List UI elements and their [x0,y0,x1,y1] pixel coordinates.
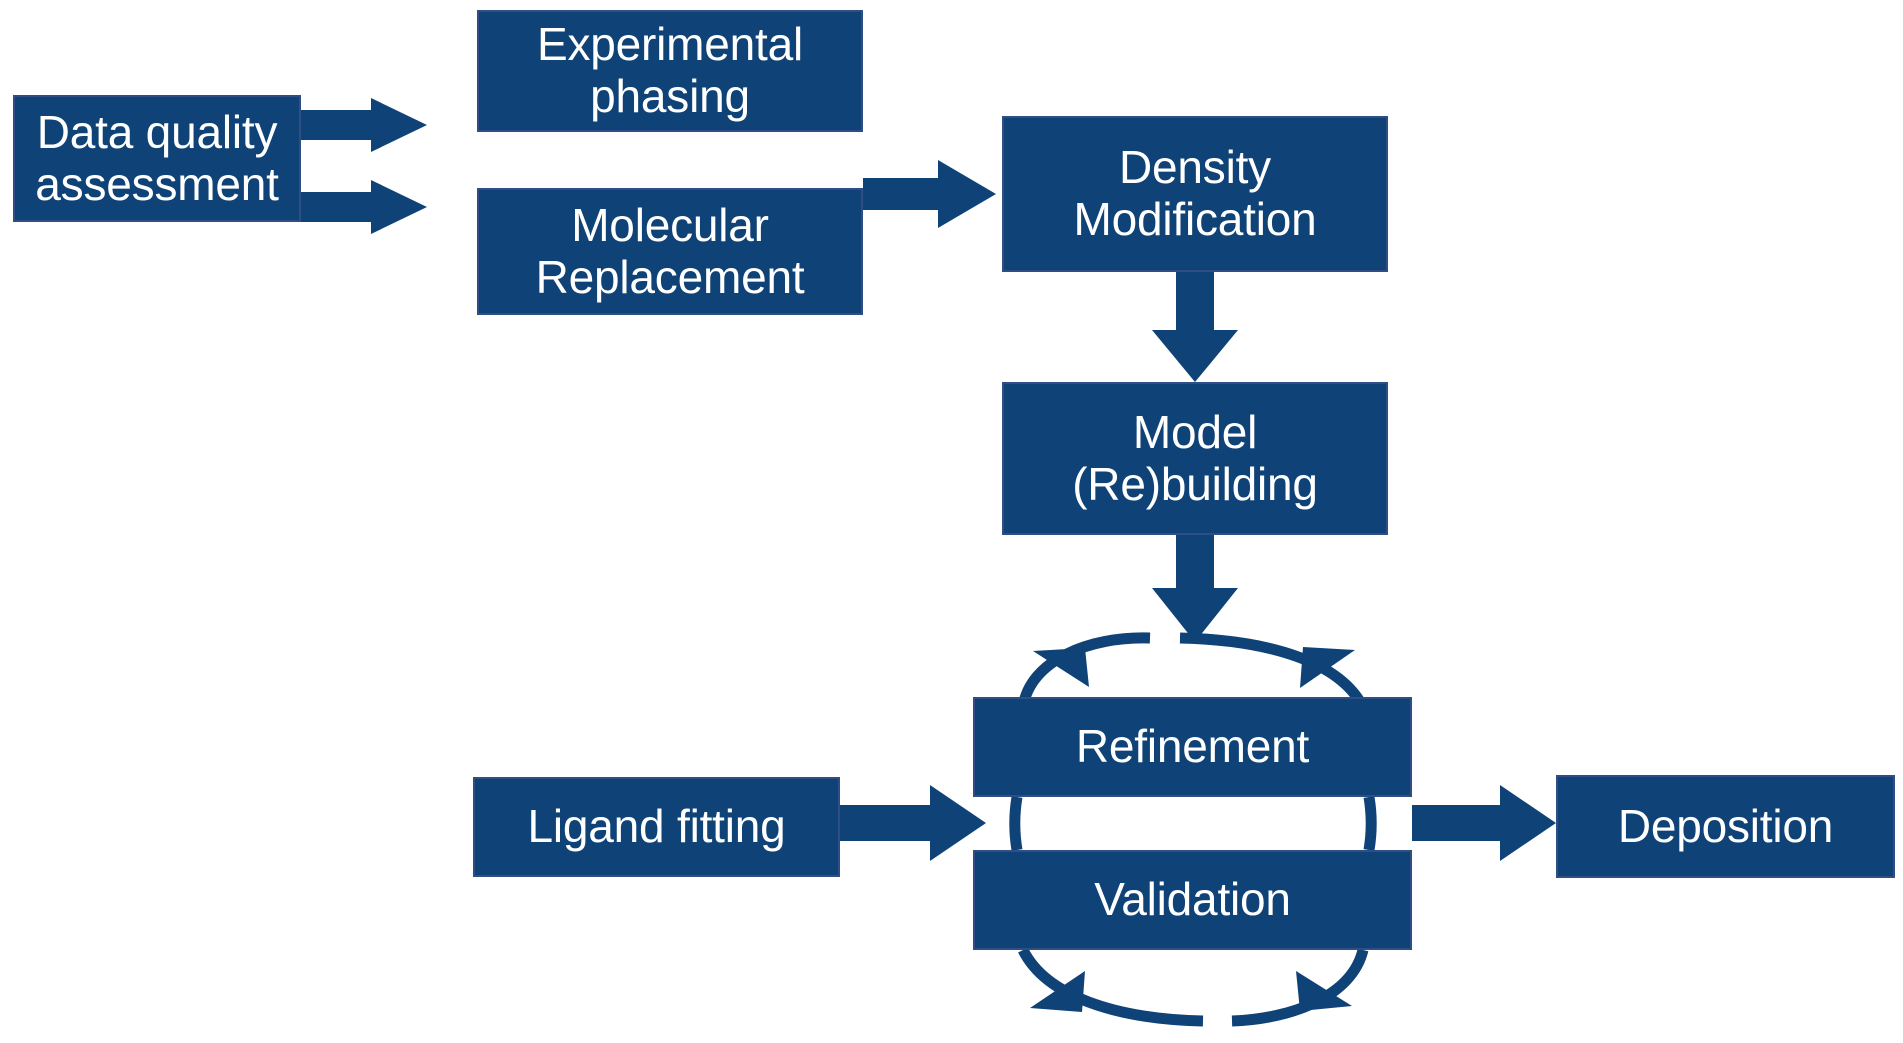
connector-phasing-to-density-modification [863,160,996,228]
node-label-refinement: Refinement [1075,720,1310,773]
node-data-quality-assessment[interactable]: Data quality assessment [13,95,301,222]
node-label-deposition: Deposition [1617,799,1834,852]
node-label-data-quality-assessment: Data quality assessment [35,105,279,210]
node-label-density-modification: Density Modification [1073,141,1317,245]
node-deposition[interactable]: Deposition [1556,775,1895,878]
connector-dq-to-experimental-phasing [301,98,427,152]
node-validation[interactable]: Validation [973,850,1412,950]
node-label-ligand-fitting: Ligand fitting [527,800,786,853]
connector-refinement-validation-cycle [1009,632,1377,1027]
connector-validation-to-deposition [1412,785,1556,861]
connector-density-modification-to-model-rebuilding [1152,272,1238,382]
node-ligand-fitting[interactable]: Ligand fitting [473,777,840,877]
connector-model-rebuilding-to-refinement [1152,535,1238,642]
node-model-rebuilding[interactable]: Model (Re)building [1002,382,1388,535]
node-experimental-phasing[interactable]: Experimental phasing [477,10,863,132]
connector-dq-to-molecular-replacement [301,180,427,234]
node-refinement[interactable]: Refinement [973,697,1412,797]
node-molecular-replacement[interactable]: Molecular Replacement [477,188,863,315]
node-label-molecular-replacement: Molecular Replacement [535,198,805,303]
node-density-modification[interactable]: Density Modification [1002,116,1388,272]
connector-ligand-fitting-to-refinement [840,785,986,861]
node-label-model-rebuilding: Model (Re)building [1072,405,1318,510]
node-label-experimental-phasing: Experimental phasing [536,18,804,122]
node-label-validation: Validation [1094,873,1291,926]
